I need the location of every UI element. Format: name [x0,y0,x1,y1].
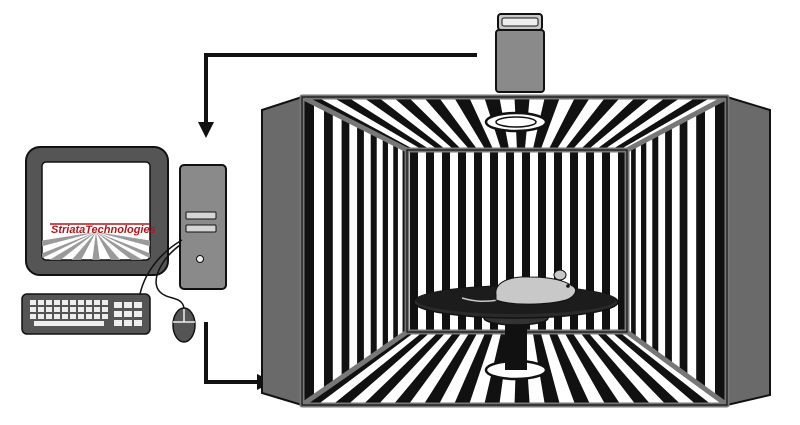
back-stripe [506,150,514,332]
monitor-brand-text: StriataTechnologies [51,224,156,236]
mouse [461,269,577,305]
mouse-cable [155,244,185,309]
top-stripe [393,97,462,150]
top-stripe [332,97,431,150]
back-stripe [586,150,594,332]
right-side-panel [726,95,771,407]
overhead-camera [495,13,545,93]
back-stripe [538,150,546,332]
computer-mouse [172,307,196,343]
back-stripe [410,150,418,332]
bottom-stripe [423,332,478,405]
keyboard [21,293,151,335]
back-stripe [570,150,578,332]
top-stripe [362,97,447,150]
bottom-stripe [393,332,462,405]
monitor-sunburst [42,232,150,260]
camera-to-computer-arrow [198,53,477,138]
computer: StriataTechnologies [21,146,227,343]
right-stripe [641,97,647,405]
top-stripe [453,97,494,150]
drum-frame-outline [301,96,728,406]
back-stripe [442,150,450,332]
back-stripe [554,150,562,332]
right-stripe [679,97,688,405]
left-stripe [304,97,314,405]
monitor: StriataTechnologies [25,146,169,276]
keyboard-cable [139,239,183,295]
back-stripe [490,150,498,332]
back-stripe [474,150,482,332]
top-camera-port [484,111,548,133]
computer-tower [179,164,227,290]
back-stripe [522,150,530,332]
left-stripe [370,97,377,405]
right-stripe [696,97,705,405]
top-stripe [564,97,621,150]
bottom-stripe [332,332,431,405]
right-wall-stripes [631,97,725,405]
right-stripe [631,97,636,405]
left-side-panel [261,95,303,407]
bottom-stripe [548,332,591,405]
bottom-stripe [595,332,682,405]
left-stripe [324,97,333,405]
top-stripe [548,97,591,150]
right-stripe [715,97,725,405]
top-stripe [611,97,712,150]
top-stripe [423,97,478,150]
left-stripe [357,97,364,405]
back-stripe [458,150,466,332]
bottom-stripe [611,332,712,405]
back-stripe [426,150,434,332]
back-stripe [602,150,610,332]
bottom-stripe [564,332,621,405]
right-stripe [665,97,672,405]
back-wall-stripes [410,150,626,332]
computer-to-drum-arrow [204,322,273,390]
bottom-stripe [453,332,494,405]
bottom-stripe [579,332,652,405]
optomotor-drum [261,94,771,408]
bottom-stripe [362,332,447,405]
top-stripe [595,97,682,150]
left-stripe [393,97,398,405]
right-stripe [652,97,659,405]
top-stripe [579,97,652,150]
left-stripe [382,97,388,405]
back-stripe [618,150,626,332]
left-stripe [341,97,350,405]
